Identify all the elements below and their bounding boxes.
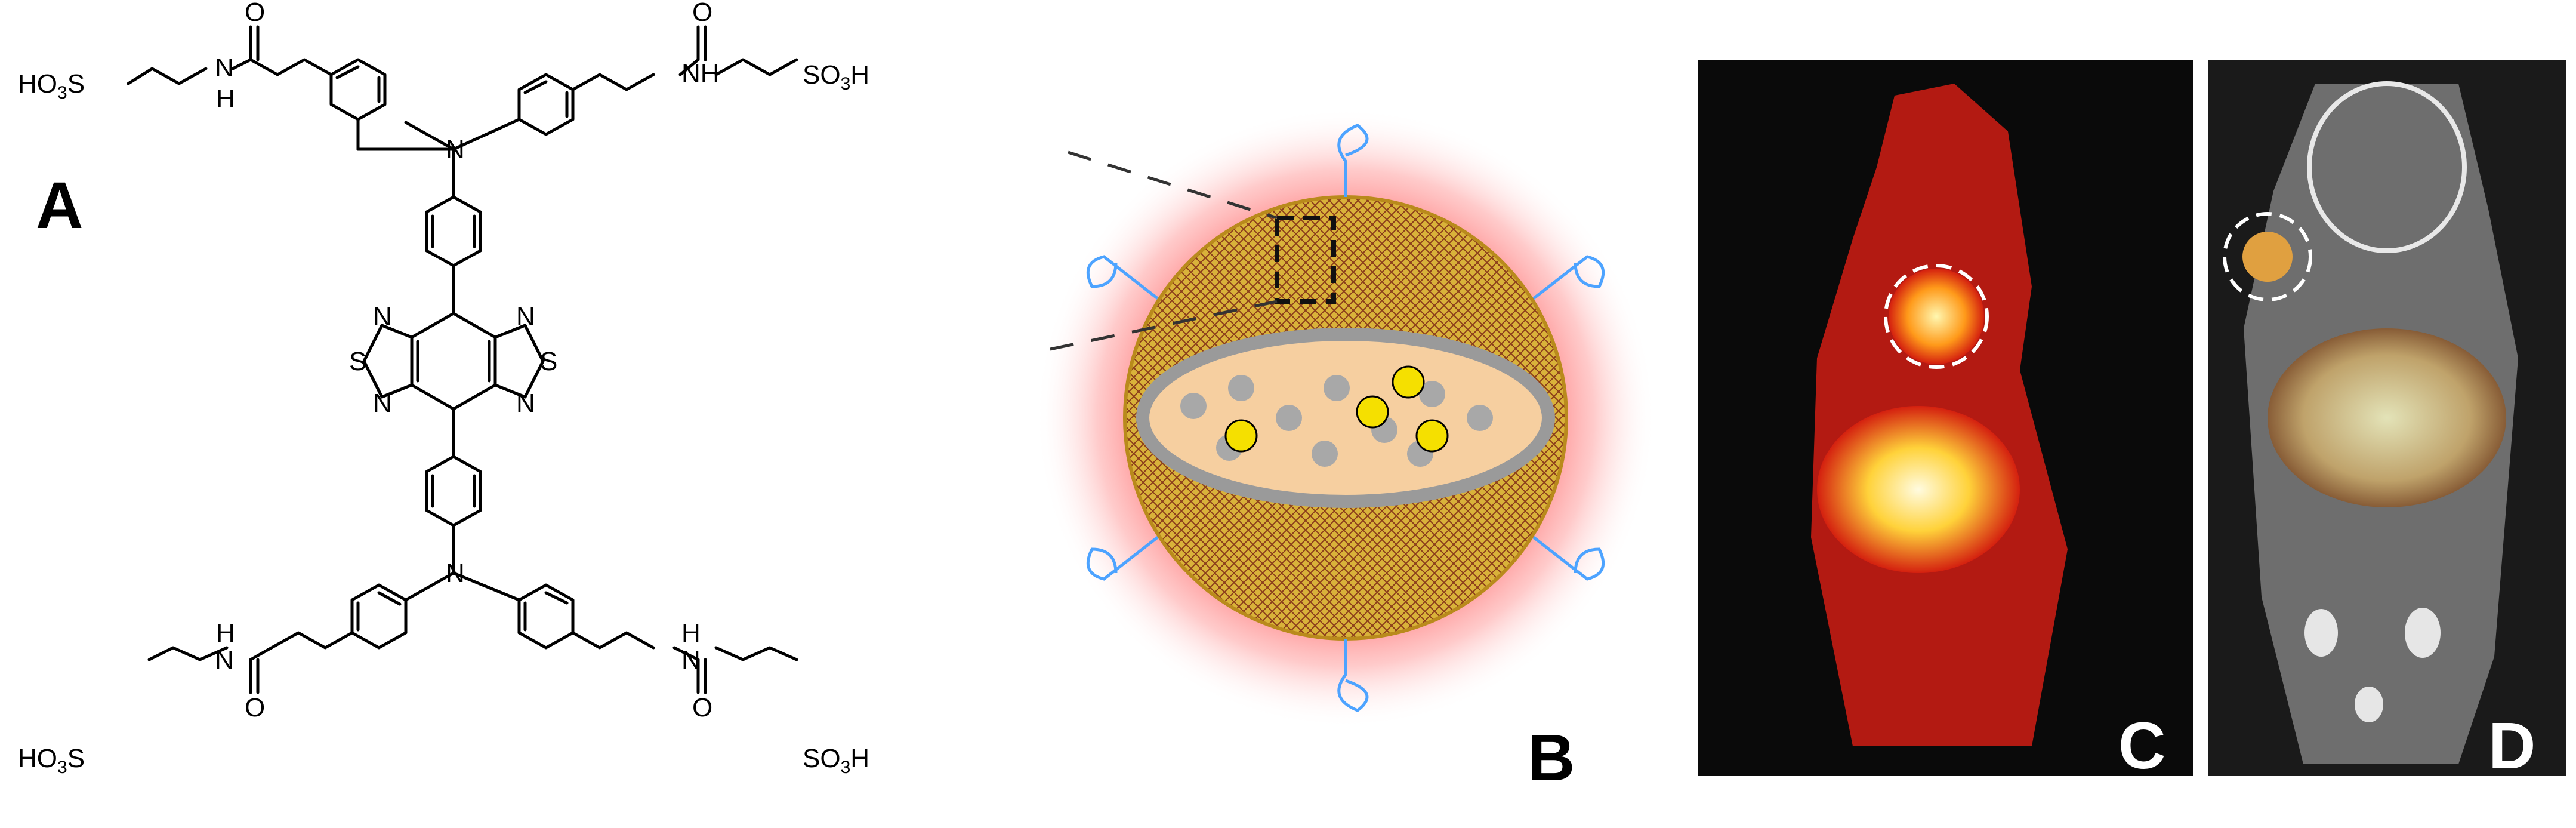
carbonyl-oxygen: O	[692, 693, 712, 722]
thiadiazole-sulfur: S	[540, 347, 557, 376]
skull-outline	[2307, 81, 2467, 253]
amide-nh: N	[215, 53, 234, 82]
panel-b: B	[1014, 0, 1701, 825]
thiadiazole-nitrogen: N	[516, 302, 535, 331]
panel-label-c: C	[2118, 709, 2166, 783]
liver-uptake	[2268, 328, 2506, 507]
carbonyl-oxygen: O	[692, 0, 712, 27]
carbonyl-oxygen: O	[245, 0, 265, 27]
targeting-ligands	[1086, 124, 1605, 712]
zoom-box	[1275, 216, 1336, 304]
amide-h: H	[681, 618, 701, 648]
panel-a: HO3S O N H O NH SO3H N N S N N S N N H N…	[0, 0, 985, 825]
sulfonate-group-top-left: HO3S	[18, 69, 85, 103]
chemical-structure: HO3S O N H O NH SO3H N N S N N S N N H N…	[18, 0, 869, 777]
carbonyl-oxygen: O	[245, 693, 265, 722]
sulfonate-group-bottom-left: HO3S	[18, 744, 85, 777]
thiadiazole-nitrogen: N	[516, 389, 535, 418]
thiadiazole-nitrogen: N	[373, 389, 392, 418]
pet-ct-image	[2223, 81, 2518, 764]
nanoparticle-schematic	[1035, 107, 1656, 728]
amine-nitrogen: N	[446, 559, 465, 588]
sulfonate-group-bottom-right: SO3H	[803, 744, 869, 777]
panel-label-a: A	[36, 169, 84, 242]
panel-d: D	[2208, 60, 2566, 783]
amide-nh: N	[215, 645, 234, 675]
fluorescence-image	[1811, 84, 2068, 746]
panel-label-b: B	[1528, 721, 1575, 795]
tumor-marker	[1884, 264, 1989, 369]
bone-structures	[2304, 608, 2441, 722]
tumor-marker	[2223, 212, 2312, 301]
tumor-signal	[1889, 269, 1984, 364]
amide-nh: N	[681, 645, 701, 675]
amide-nh: NH	[681, 59, 720, 88]
panel-c: C	[1698, 60, 2193, 783]
amine-nitrogen: N	[446, 135, 465, 164]
tumor-uptake	[2242, 232, 2293, 282]
thiadiazole-nitrogen: N	[373, 302, 392, 331]
sulfonate-group-top-right: SO3H	[803, 60, 869, 94]
amide-h: H	[216, 84, 235, 113]
core-particles	[1180, 375, 1493, 467]
radioactive-icon	[1224, 365, 1449, 453]
thiadiazole-sulfur: S	[349, 347, 366, 376]
zoom-line	[1068, 150, 1278, 220]
amide-h: H	[216, 618, 235, 648]
panel-label-d: D	[2488, 709, 2536, 783]
liver-signal	[1817, 406, 2020, 573]
